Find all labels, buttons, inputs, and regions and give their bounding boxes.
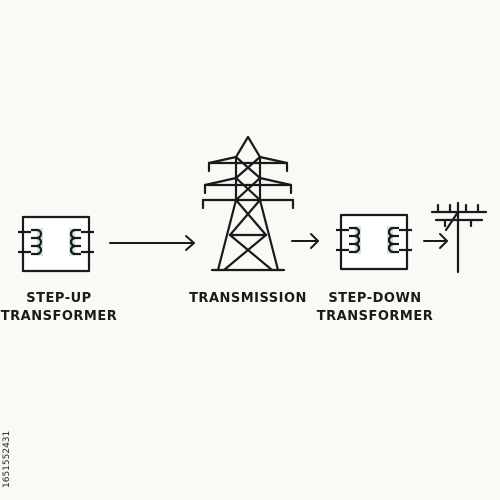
- step-up-label-line1: STEP-UP: [26, 291, 92, 306]
- step-down-transformer-label: STEP-DOWN TRANSFORMER: [313, 290, 437, 326]
- transmission-tower-icon: [201, 135, 295, 272]
- step-down-label-line2: TRANSFORMER: [316, 309, 434, 324]
- utility-pole-icon: [430, 201, 488, 274]
- step-down-transformer-icon: [336, 213, 412, 271]
- transmission-label-text: TRANSMISSION: [189, 291, 307, 306]
- image-id-code: 1651552431: [2, 430, 12, 488]
- step-up-label-line2: TRANSFORMER: [0, 309, 118, 324]
- arrow-right-icon: [109, 235, 195, 251]
- arrow-right-icon: [291, 233, 319, 249]
- step-up-transformer-icon: [18, 215, 94, 273]
- step-down-label-line1: STEP-DOWN: [328, 291, 422, 306]
- step-up-transformer-label: STEP-UP TRANSFORMER: [0, 290, 118, 326]
- arrow-right-icon: [423, 233, 448, 249]
- transmission-label: TRANSMISSION: [183, 290, 313, 308]
